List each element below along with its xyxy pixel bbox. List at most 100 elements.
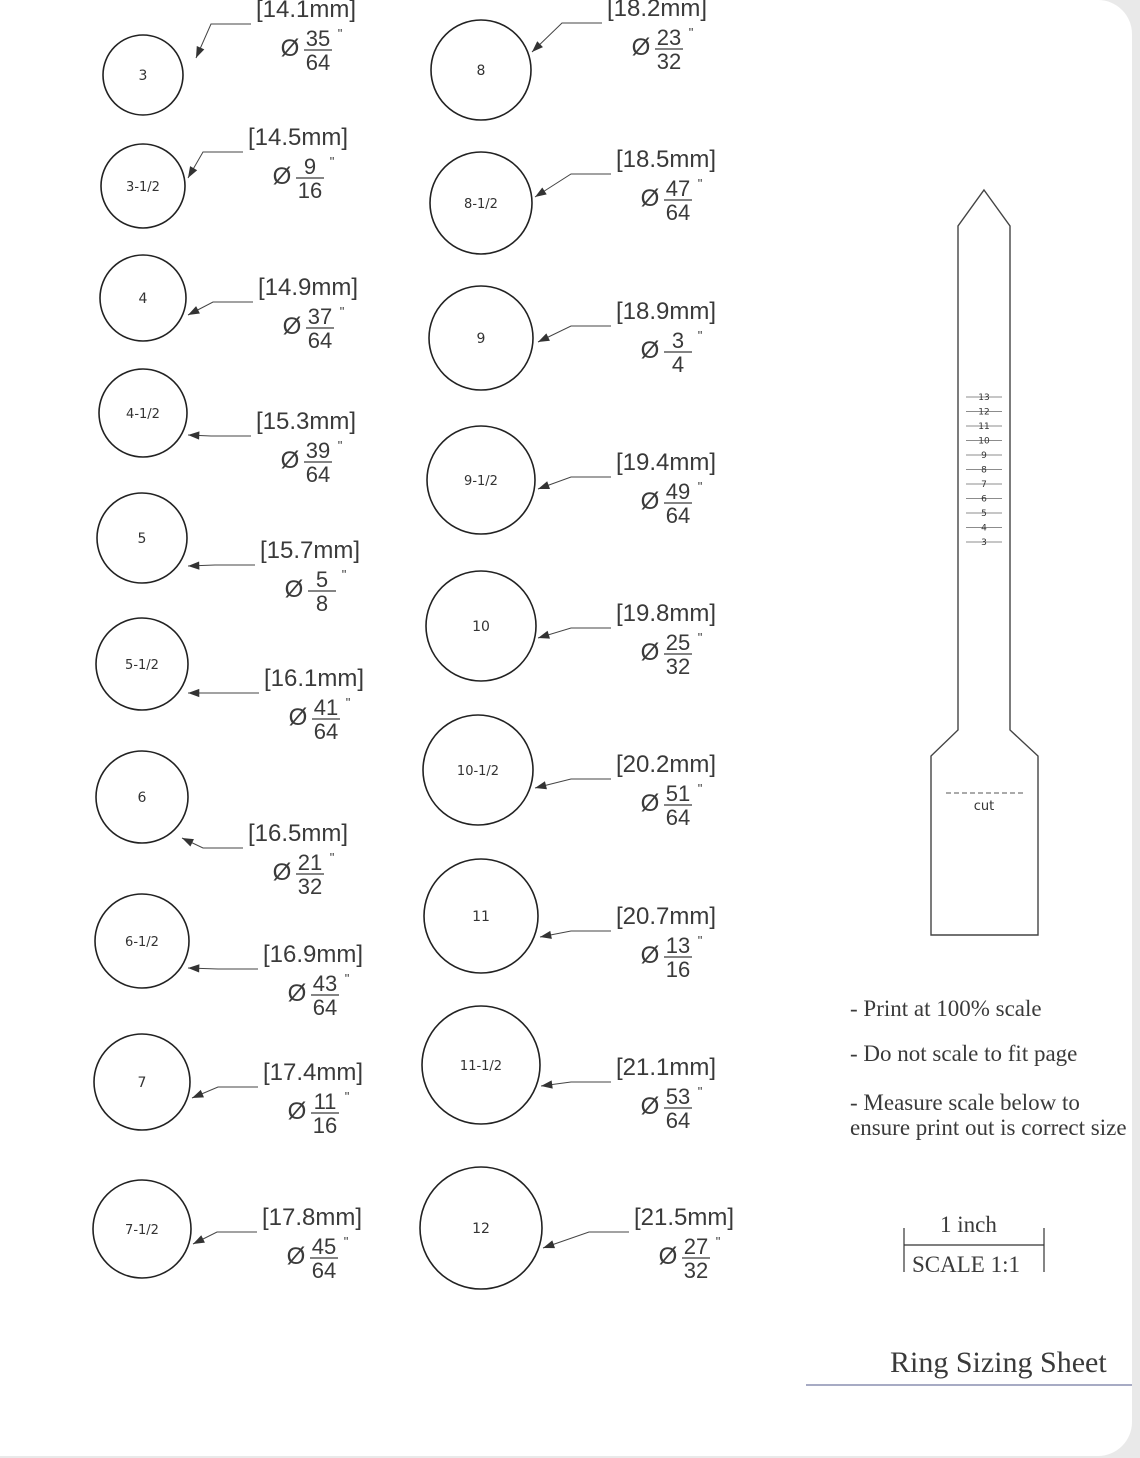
inch-mark: " xyxy=(698,1084,703,1099)
fraction-denominator: 64 xyxy=(312,1258,336,1283)
diameter-icon: Ø xyxy=(641,639,660,666)
diameter-icon: Ø xyxy=(641,790,660,817)
ring-circle xyxy=(94,893,190,989)
ring-circle xyxy=(95,750,189,844)
inch-mark: " xyxy=(698,176,703,191)
fraction-numerator: 23 xyxy=(657,25,681,50)
fraction-denominator: 64 xyxy=(666,1108,690,1133)
ring-circle xyxy=(425,570,537,682)
ring-mm-label: [18.5mm] xyxy=(616,146,716,173)
fraction-numerator: 49 xyxy=(666,479,690,504)
fraction-numerator: 9 xyxy=(304,154,316,179)
arrow-head-icon xyxy=(535,187,547,197)
arrow-head-icon xyxy=(188,166,198,178)
fraction-numerator: 47 xyxy=(666,176,690,201)
arrow-head-icon xyxy=(192,1089,204,1098)
inch-mark: " xyxy=(345,971,350,986)
ring-size-label: 9 xyxy=(477,331,486,347)
sizer-mark-label: 12 xyxy=(978,408,989,418)
ring-mm-label: [18.2mm] xyxy=(607,0,707,22)
fraction-denominator: 32 xyxy=(298,874,322,899)
fraction-denominator: 32 xyxy=(657,49,681,74)
leader-line xyxy=(534,778,611,789)
diameter-icon: Ø xyxy=(641,1093,660,1120)
inch-mark: " xyxy=(698,479,703,494)
fraction-denominator: 16 xyxy=(666,957,690,982)
scale-bar xyxy=(903,1228,1045,1272)
diameter-icon: Ø xyxy=(641,942,660,969)
fraction-numerator: 3 xyxy=(672,328,684,353)
ring-circle xyxy=(99,254,187,342)
inch-mark: " xyxy=(338,438,343,453)
note-measure: - Measure scale below to ensure print ou… xyxy=(850,1090,1127,1140)
ring-circle xyxy=(426,425,536,535)
leader-line xyxy=(195,23,251,59)
fraction-numerator: 43 xyxy=(313,971,337,996)
sizer-mark-label: 7 xyxy=(981,480,987,490)
ring-circle xyxy=(430,19,532,121)
leader-line xyxy=(187,151,243,179)
ring-size-label: 5 xyxy=(138,531,147,547)
ring-size-label: 8 xyxy=(477,63,486,79)
fraction-numerator: 41 xyxy=(314,695,338,720)
leader-line xyxy=(537,627,611,639)
diameter-icon: Ø xyxy=(273,859,292,886)
ring-circle xyxy=(100,143,186,229)
diameter-icon: Ø xyxy=(287,1243,306,1270)
ring-mm-label: [15.3mm] xyxy=(256,408,356,435)
fraction-numerator: 35 xyxy=(306,26,330,51)
fraction-denominator: 64 xyxy=(666,805,690,830)
ring-circle xyxy=(422,714,534,826)
inch-mark: " xyxy=(345,1089,350,1104)
arrow-head-icon xyxy=(543,1240,555,1249)
fraction-denominator: 4 xyxy=(672,352,684,377)
fraction-denominator: 64 xyxy=(306,462,330,487)
fraction-denominator: 8 xyxy=(316,591,328,616)
arrow-head-icon xyxy=(182,838,194,847)
sizer-mark-label: 11 xyxy=(978,422,989,432)
fraction-numerator: 25 xyxy=(666,630,690,655)
fraction-denominator: 64 xyxy=(308,328,332,353)
arrow-head-icon xyxy=(538,481,550,490)
sizer-mark-label: 9 xyxy=(981,451,987,461)
arrow-head-icon xyxy=(188,561,200,570)
ring-size-label: 11 xyxy=(472,909,490,925)
sizer-mark-label: 8 xyxy=(981,466,987,476)
arrow-head-icon xyxy=(538,630,550,639)
ring-size-label: 6 xyxy=(138,790,147,806)
ring-mm-label: [16.9mm] xyxy=(263,941,363,968)
ring-size-label: 3 xyxy=(139,68,148,84)
ring-circle xyxy=(419,1166,543,1290)
sheet-title: Ring Sizing Sheet xyxy=(890,1346,1107,1379)
fraction-numerator: 11 xyxy=(314,1089,337,1114)
ring-circle xyxy=(96,492,188,584)
ring-size-label: 10-1/2 xyxy=(457,764,499,779)
ring-mm-label: [16.1mm] xyxy=(264,665,364,692)
leader-line xyxy=(537,476,611,490)
inch-mark: " xyxy=(342,567,347,582)
fraction-denominator: 64 xyxy=(666,200,690,225)
ring-circle xyxy=(423,858,539,974)
inch-mark: " xyxy=(340,304,345,319)
ring-mm-label: [18.9mm] xyxy=(616,298,716,325)
arrow-head-icon xyxy=(540,930,552,939)
ring-size-label: 7-1/2 xyxy=(125,1223,159,1238)
fraction-numerator: 37 xyxy=(308,304,332,329)
ring-mm-label: [17.8mm] xyxy=(262,1204,362,1231)
ring-mm-label: [21.5mm] xyxy=(634,1204,734,1231)
fraction-denominator: 16 xyxy=(313,1113,337,1138)
inch-mark: " xyxy=(689,25,694,40)
ring-circle xyxy=(429,151,533,255)
ring-mm-label: [14.9mm] xyxy=(258,274,358,301)
ring-mm-label: [17.4mm] xyxy=(263,1059,363,1086)
ring-size-label: 10 xyxy=(472,619,490,635)
fraction-denominator: 64 xyxy=(314,719,338,744)
